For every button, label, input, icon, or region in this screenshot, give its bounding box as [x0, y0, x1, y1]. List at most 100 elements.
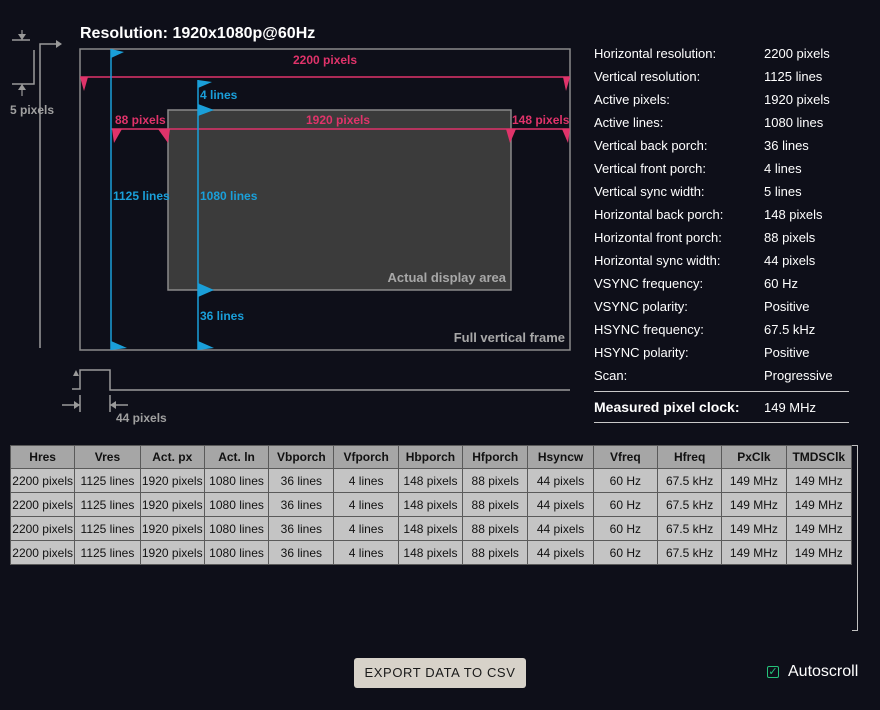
property-value: Progressive — [764, 368, 833, 383]
table-cell: 1920 pixels — [139, 468, 205, 493]
timing-diagram: 5 pixels 2200 pixels 88 pixels 1920 pixe… — [10, 30, 571, 425]
property-value: 36 lines — [764, 138, 809, 153]
h-back-porch-label: 148 pixels — [512, 113, 570, 127]
h-active-label: 1920 pixels — [306, 113, 370, 127]
property-key: Vertical back porch: — [594, 138, 708, 153]
property-key: Horizontal back porch: — [594, 207, 724, 222]
table-cell: 67.5 kHz — [656, 468, 723, 493]
autoscroll-checkbox[interactable]: ✓ — [767, 666, 779, 678]
property-value: Positive — [764, 345, 810, 360]
horizontal-markers — [80, 77, 570, 143]
table-cell: 149 MHz — [785, 492, 853, 517]
property-row: Vertical front porch: 4 lines — [594, 160, 850, 183]
table-cell: 149 MHz — [721, 540, 787, 565]
v-back-porch-label: 36 lines — [200, 309, 244, 323]
table-cell: 88 pixels — [462, 516, 529, 541]
table-scrollbar[interactable] — [852, 445, 858, 631]
property-key: Vertical front porch: — [594, 161, 706, 176]
table-cell: 2200 pixels — [9, 516, 76, 541]
property-value: 1920 pixels — [764, 92, 830, 107]
property-key: Horizontal resolution: — [594, 46, 717, 61]
vsync-width-label: 5 pixels — [10, 103, 54, 117]
horizontal-dimension-lines — [80, 76, 570, 130]
display-area-label: Actual display area — [388, 270, 507, 285]
vsync-arrows — [18, 30, 62, 96]
separator-line — [594, 422, 849, 423]
hsync-width-label: 44 pixels — [116, 411, 167, 425]
property-key: HSYNC frequency: — [594, 322, 704, 337]
property-row: Vertical resolution: 1125 lines — [594, 68, 850, 91]
property-key: Scan: — [594, 368, 628, 383]
table-cell: 60 Hz — [592, 540, 658, 565]
table-cell: 148 pixels — [397, 492, 464, 517]
table-cell: 149 MHz — [721, 468, 787, 493]
property-row: Active pixels:1920 pixels — [594, 91, 850, 114]
property-key: Vertical sync width: — [594, 184, 705, 199]
column-header[interactable]: Hfporch — [462, 445, 529, 469]
column-header[interactable]: Act. px — [139, 445, 205, 469]
v-front-porch-label: 4 lines — [200, 88, 238, 102]
property-value: 60 Hz — [764, 276, 798, 291]
page-title: Resolution: 1920x1080p@60Hz — [80, 25, 316, 42]
property-row: HSYNC frequency: 67.5 kHz — [594, 321, 850, 344]
property-value: 88 pixels — [764, 230, 816, 245]
column-header[interactable]: Act. ln — [203, 445, 270, 469]
table-cell: 2200 pixels — [9, 492, 76, 517]
table-cell: 88 pixels — [462, 468, 529, 493]
table-cell: 67.5 kHz — [656, 492, 723, 517]
property-value: 148 pixels — [764, 207, 823, 222]
table-cell: 4 lines — [333, 468, 399, 493]
property-row: Horizontal sync width:44 pixels — [594, 252, 850, 275]
column-header[interactable]: Hbporch — [397, 445, 464, 469]
property-value: 67.5 kHz — [764, 322, 816, 337]
table-cell: 36 lines — [268, 516, 335, 541]
column-header[interactable]: Vbporch — [268, 445, 335, 469]
column-header[interactable]: TMDSClk — [785, 445, 853, 469]
table-cell: 1125 lines — [74, 492, 141, 517]
property-value: 4 lines — [764, 161, 802, 176]
property-value: 1125 lines — [764, 69, 823, 84]
property-row: Active lines:1080 lines — [594, 114, 850, 137]
table-cell: 148 pixels — [397, 540, 464, 565]
table-cell: 1920 pixels — [139, 492, 205, 517]
column-header[interactable]: Vfporch — [333, 445, 399, 469]
v-active-label: 1080 lines — [200, 189, 258, 203]
property-value: 1080 lines — [764, 115, 824, 130]
table-cell: 2200 pixels — [9, 468, 76, 493]
table-cell: 44 pixels — [527, 492, 594, 517]
table-cell: 4 lines — [333, 492, 399, 517]
property-key: VSYNC polarity: — [594, 299, 688, 314]
table-cell: 4 lines — [333, 540, 399, 565]
column-header[interactable]: Hres — [9, 445, 76, 469]
property-key: Vertical resolution: — [594, 69, 701, 84]
measured-value: 149 MHz — [764, 400, 817, 415]
export-csv-button[interactable]: EXPORT DATA TO CSV — [354, 658, 526, 688]
full-frame-label: Full vertical frame — [454, 330, 565, 345]
column-header[interactable]: Vfreq — [592, 445, 658, 469]
table-cell: 1080 lines — [203, 540, 270, 565]
hsync-waveform — [62, 369, 570, 412]
table-cell: 1920 pixels — [139, 516, 205, 541]
table-cell: 149 MHz — [785, 468, 853, 493]
vertical-dimension-lines — [110, 49, 199, 350]
property-value: Positive — [764, 299, 810, 314]
full-frame-rect — [79, 48, 571, 351]
column-header[interactable]: Vres — [74, 445, 141, 469]
table-cell: 1080 lines — [203, 468, 270, 493]
column-header[interactable]: Hfreq — [656, 445, 723, 469]
table-cell: 36 lines — [268, 468, 335, 493]
column-header[interactable]: PxClk — [721, 445, 787, 469]
column-header[interactable]: Hsyncw — [527, 445, 594, 469]
vertical-markers — [111, 49, 214, 350]
property-row: HSYNC polarity:Positive — [594, 344, 850, 367]
property-row: Scan: Progressive — [594, 367, 850, 390]
property-key: Horizontal front porch: — [594, 230, 722, 245]
